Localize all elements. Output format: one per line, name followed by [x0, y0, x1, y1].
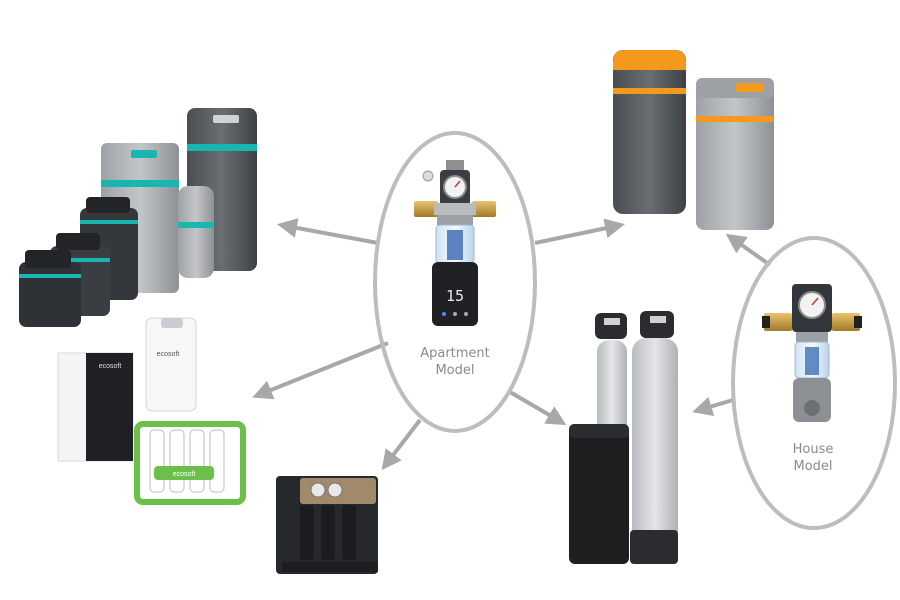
pressure-tank-icon [145, 317, 197, 412]
house-model-hub [731, 236, 897, 530]
orange-softeners-group [613, 50, 774, 230]
house-model-label: House Model [768, 441, 858, 475]
arrow-to-countertop-filter [381, 418, 422, 471]
water-softener-icon [613, 50, 686, 214]
arrow-house-to-softener-tanks [692, 396, 734, 417]
apartment-model-label: Apartment Model [405, 345, 505, 379]
ro-systems-group: ecosoft ecosoft ecosoft [57, 317, 246, 505]
apartment-model-label-line1: Apartment [420, 346, 490, 361]
arrow-house-to-orange-softeners [725, 233, 772, 267]
arrow-to-orange-softeners [534, 218, 625, 245]
softener-tanks-group [569, 311, 678, 564]
apartment-model-label-line2: Model [435, 363, 475, 378]
filter-display-value: 15 [446, 287, 464, 305]
ro-brand-right: ecosoft [173, 471, 196, 478]
apartment-model-hub [373, 131, 537, 433]
arrow-to-compact-softeners [277, 218, 379, 245]
compact-softeners-group [19, 108, 257, 327]
tank-brand-text: ecosoft [157, 351, 180, 358]
house-model-label-line2: Model [793, 459, 833, 474]
brine-tank-icon [569, 424, 629, 564]
arrow-to-ro-systems [252, 341, 389, 400]
connector-arrows [252, 218, 772, 471]
ro-brand-left: ecosoft [99, 363, 122, 370]
countertop-filter-group [276, 476, 378, 574]
house-filter-product [762, 284, 862, 422]
house-model-label-line1: House [792, 442, 834, 457]
apartment-filter-product: 15 [414, 160, 496, 326]
arrow-to-softener-tanks [508, 390, 567, 426]
